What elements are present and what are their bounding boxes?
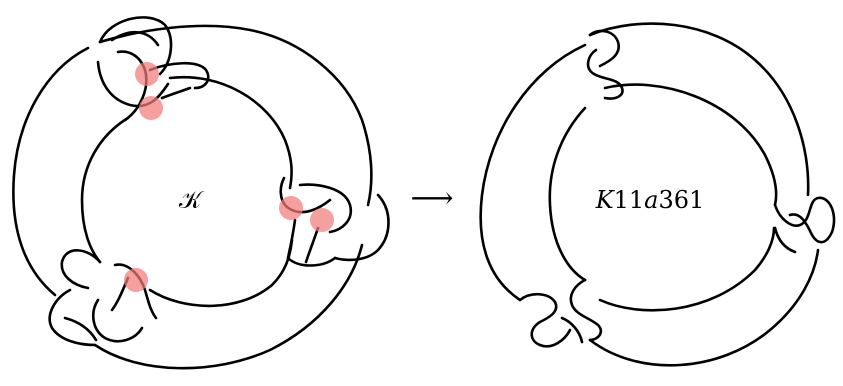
left-outer-arc-top bbox=[100, 26, 371, 205]
left-bottom-twist-1 bbox=[62, 250, 100, 288]
right-knot-diagram: K11a361 bbox=[481, 24, 834, 366]
right-bottom-twist-1 bbox=[520, 294, 570, 346]
left-right-twist-4 bbox=[306, 228, 318, 262]
left-bottom-twist-2 bbox=[50, 290, 95, 345]
right-right-twist-1 bbox=[775, 198, 834, 232]
right-label-letter-2: a bbox=[644, 186, 658, 214]
right-label-number-1: 11 bbox=[614, 186, 645, 214]
right-inner-arc-left bbox=[550, 108, 585, 280]
right-knot-label: K11a361 bbox=[595, 186, 705, 214]
right-outer-arc-left bbox=[481, 45, 585, 300]
right-top-twist-2 bbox=[588, 50, 622, 99]
right-right-twist-2 bbox=[790, 214, 832, 242]
left-right-twist-6 bbox=[288, 258, 335, 266]
crossing-marker bbox=[310, 208, 334, 232]
left-knot-diagram: 𝒦 bbox=[13, 17, 388, 368]
right-label-number-2: 361 bbox=[658, 186, 704, 214]
right-inner-arc-bottom bbox=[600, 228, 774, 310]
left-top-twist-6 bbox=[162, 88, 190, 98]
right-label-letter: K bbox=[595, 186, 616, 214]
crossing-marker bbox=[279, 196, 303, 220]
crossing-marker bbox=[135, 62, 159, 86]
left-knot-label: 𝒦 bbox=[179, 186, 205, 214]
left-bottom-twist-3 bbox=[93, 300, 142, 341]
left-bottom-twist-5 bbox=[65, 318, 96, 340]
right-right-twist-3 bbox=[775, 228, 795, 252]
crossing-marker bbox=[139, 96, 163, 120]
left-inner-arc-left bbox=[82, 118, 128, 262]
right-bottom-twist-2 bbox=[571, 280, 601, 340]
transformation-arrow: ⟶ bbox=[410, 181, 453, 216]
left-outer-arc-left bbox=[13, 48, 88, 295]
right-top-twist-1 bbox=[590, 31, 619, 66]
right-outer-arc-top bbox=[590, 24, 808, 195]
left-inner-arc-top bbox=[170, 77, 292, 188]
left-right-twist-3 bbox=[288, 220, 295, 258]
left-inner-arc-bottom bbox=[150, 240, 292, 306]
arrow-symbol: ⟶ bbox=[410, 181, 453, 216]
crossing-marker bbox=[124, 268, 148, 292]
